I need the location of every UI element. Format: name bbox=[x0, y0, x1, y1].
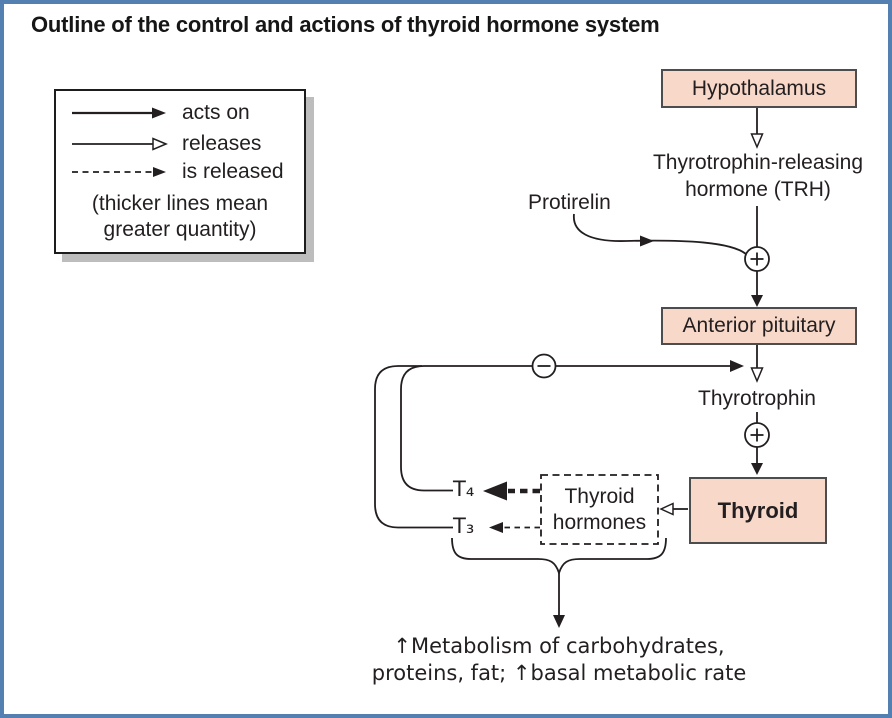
legend-label: acts on bbox=[182, 101, 250, 124]
plus-circle-icon-2 bbox=[744, 422, 770, 448]
legend-label: releases bbox=[182, 132, 262, 155]
figure-title: Outline of the control and actions of th… bbox=[31, 12, 660, 37]
negative-feedback-arrow bbox=[374, 360, 744, 529]
plus-circle-icon bbox=[744, 246, 770, 272]
node-hypothalamus: Hypothalamus bbox=[661, 69, 857, 108]
diagram-canvas bbox=[374, 108, 770, 628]
thyroid-releases-hormones-arrow bbox=[659, 502, 688, 516]
pituitary-releases-thyrotrophin-arrow bbox=[750, 345, 764, 383]
t4-label: T₄ bbox=[453, 477, 475, 501]
t3-is-released-arrow bbox=[489, 522, 540, 533]
protirelin-acts-on-arrow bbox=[573, 213, 747, 255]
thyroid-hormones-label: Thyroid hormones bbox=[552, 485, 647, 534]
legend-item-is-released: is released bbox=[70, 160, 284, 184]
trh-acts-on-pituitary-arrow bbox=[751, 206, 763, 307]
legend-note-line: greater quantity) bbox=[103, 218, 257, 241]
trh-label-line: Thyrotrophin-releasing bbox=[652, 151, 864, 174]
trh-label-line: hormone (TRH) bbox=[685, 178, 831, 201]
metabolism-line: proteins, fat; ↑basal metabolic rate bbox=[371, 661, 747, 685]
thyroid-hormones-dashed-box bbox=[540, 474, 659, 545]
solid-arrow-open-head-icon bbox=[72, 137, 168, 151]
node-anterior-pituitary: Anterior pituitary bbox=[661, 307, 857, 345]
legend-box: acts on releases is released (thicker li… bbox=[54, 89, 306, 254]
t3-label: T₃ bbox=[453, 514, 475, 538]
node-thyroid: Thyroid bbox=[689, 477, 827, 544]
t4-is-released-arrow bbox=[483, 481, 540, 501]
thyrotrophin-label: Thyrotrophin bbox=[698, 387, 816, 410]
legend-item-acts-on: acts on bbox=[70, 101, 250, 125]
dashed-arrow-filled-head-icon bbox=[72, 167, 166, 177]
solid-arrow-filled-head-icon bbox=[72, 107, 166, 119]
hormones-act-on-metabolism-arrow bbox=[553, 573, 565, 628]
legend-note: (thicker lines mean greater quantity) bbox=[56, 191, 304, 243]
thyrotrophin-acts-on-thyroid-arrow bbox=[751, 412, 763, 475]
protirelin-label: Protirelin bbox=[528, 191, 611, 214]
trh-label: Thyrotrophin-releasing hormone (TRH) bbox=[632, 149, 884, 203]
metabolism-label: ↑Metabolism of carbohydrates, proteins, … bbox=[359, 633, 759, 687]
legend-label: is released bbox=[182, 160, 284, 183]
metabolism-line: ↑Metabolism of carbohydrates, bbox=[393, 634, 725, 658]
hypothalamus-releases-trh-arrow bbox=[750, 108, 764, 149]
legend-item-releases: releases bbox=[70, 132, 261, 156]
legend-note-line: (thicker lines mean bbox=[91, 192, 269, 215]
minus-circle-icon bbox=[531, 353, 557, 379]
